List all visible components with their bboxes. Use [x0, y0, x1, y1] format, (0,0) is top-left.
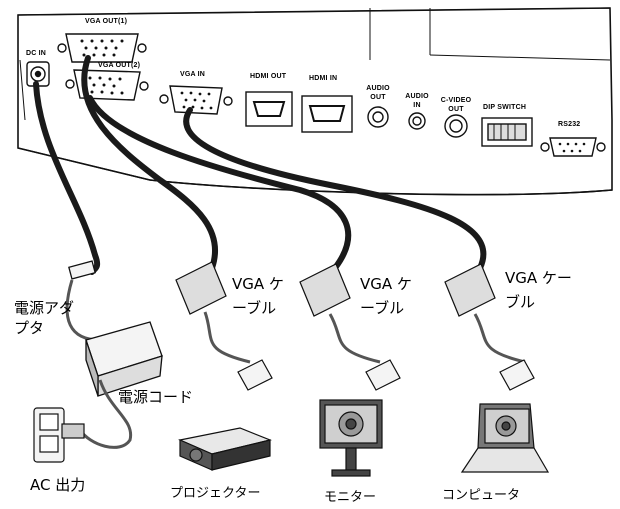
vga-in-port [159, 85, 233, 115]
rs232-label: RS232 [558, 121, 581, 128]
audio-in-port [408, 112, 426, 130]
vga-out2-port [65, 69, 149, 101]
power-cord-label: 電源コード [118, 388, 194, 406]
projector-label: プロジェクター [170, 486, 261, 501]
c-video-out-label: C-VIDEO OUT [440, 97, 472, 113]
hdmi-in-port [301, 95, 353, 133]
audio-in-label: AUDIO IN [405, 93, 429, 109]
c-video-out-port [444, 114, 468, 138]
cables [33, 55, 487, 275]
computer-label: コンピュータ [442, 488, 521, 503]
monitor-label: モニター [324, 490, 377, 505]
vga-out2-label: VGA OUT(2) [98, 62, 141, 69]
rs232-port [540, 137, 606, 157]
audio-out-port [367, 106, 389, 128]
power-cord-line [78, 379, 133, 449]
dc-in-label: DC IN [26, 50, 47, 57]
vga-in-label: VGA IN [180, 71, 206, 78]
vga-cable-2-label: VGA ケーブル [360, 275, 412, 317]
audio-out-label: AUDIO OUT [366, 85, 390, 101]
hdmi-in-label: HDMI IN [309, 75, 338, 82]
dc-plug [68, 260, 96, 280]
projector-image [178, 427, 272, 471]
power-adapter-brick [85, 321, 163, 397]
dip-switch-label: DIP SWITCH [483, 104, 527, 111]
ac-outlet-label: AC 出力 [30, 476, 86, 494]
dip-switch-port [481, 117, 533, 147]
vga-cable-1-label: VGA ケーブル [232, 275, 284, 317]
vga-out1-port [57, 33, 147, 63]
hdmi-out-label: HDMI OUT [250, 73, 287, 80]
vga-connector-group [175, 261, 535, 391]
hdmi-out-port [245, 91, 293, 127]
monitor-image [319, 399, 383, 477]
dc-in-port [26, 61, 50, 87]
ac-outlet [33, 407, 85, 463]
laptop-image [460, 403, 550, 473]
power-adapter-label: 電源アダプタ [14, 299, 75, 337]
vga-cable-3-label: VGA ケーブル [505, 269, 572, 311]
vga-out1-label: VGA OUT(1) [85, 18, 128, 25]
